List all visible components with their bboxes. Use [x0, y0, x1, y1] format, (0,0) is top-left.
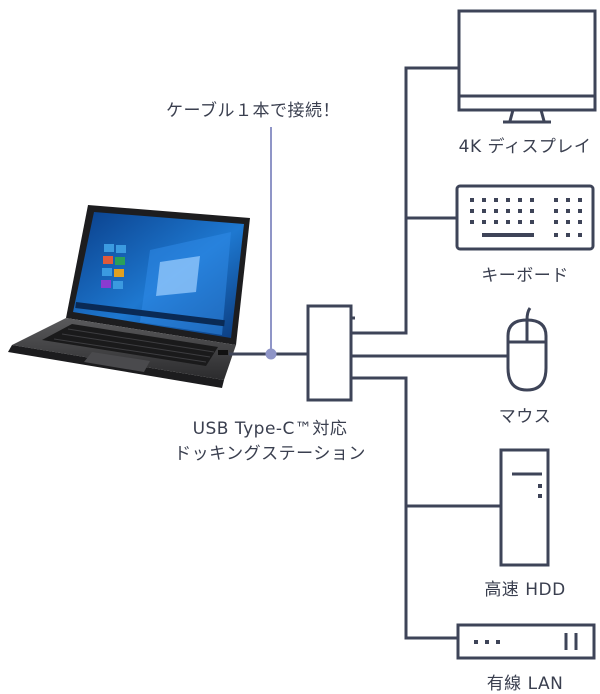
mouse-label: マウス	[498, 407, 552, 427]
dock-icon	[306, 304, 355, 402]
connection-point-dot	[265, 348, 277, 360]
keyboard-label: キーボード	[481, 266, 569, 286]
dock-label-line1: USB Type-C™対応	[192, 419, 348, 439]
dock-label-line2: ドッキングステーション	[174, 444, 366, 464]
connector-lines	[351, 66, 508, 640]
laptop-icon	[8, 205, 250, 388]
router-icon	[456, 623, 596, 660]
monitor-icon	[457, 9, 597, 124]
lan-label: 有線 LAN	[486, 674, 564, 694]
tower-pc-icon	[499, 448, 550, 567]
monitor-label: 4K ディスプレイ	[458, 137, 592, 157]
hdd-label: 高速 HDD	[484, 580, 566, 600]
keyboard-icon	[455, 184, 595, 251]
caption-text: ケーブル１本で接続！	[166, 101, 340, 121]
mouse-icon	[506, 307, 548, 392]
